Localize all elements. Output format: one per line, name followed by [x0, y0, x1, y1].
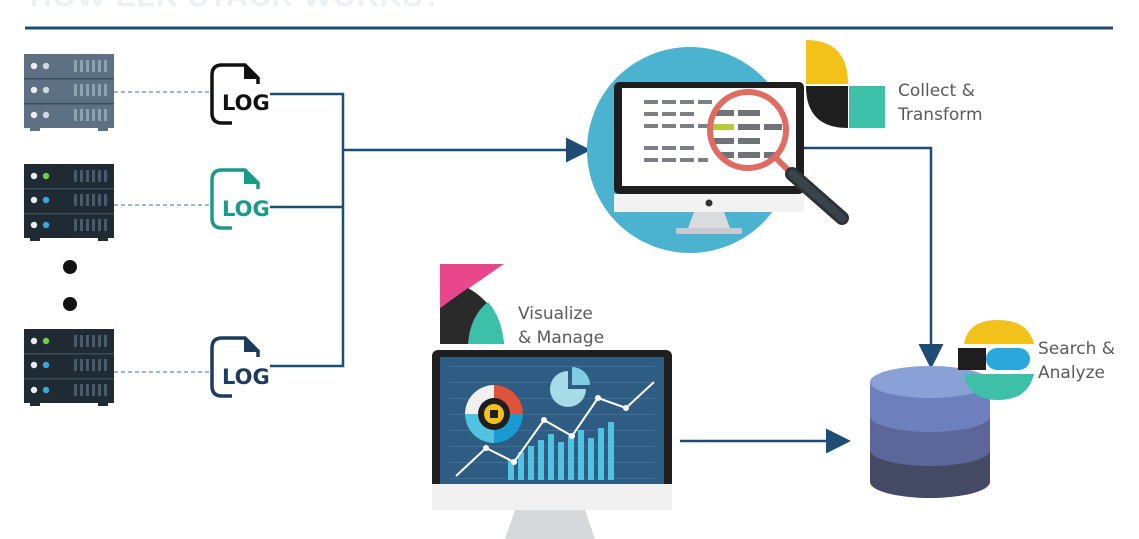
- elasticsearch-label-line2: Analyze: [1038, 363, 1105, 383]
- logstash-label: Collect & Transform: [898, 79, 983, 127]
- ellipsis-dot-1: [63, 260, 77, 274]
- ellipsis-dot-2: [63, 297, 77, 311]
- logstash-label-line1: Collect &: [898, 81, 975, 101]
- kibana-label: Visualize & Manage: [518, 302, 604, 350]
- elasticsearch-label-line1: Search &: [1038, 339, 1116, 359]
- log-merge-connector: [270, 92, 345, 368]
- server-icon-3: [24, 329, 114, 406]
- database-icon: [870, 366, 990, 498]
- log-file-icon-2: LOG: [210, 168, 270, 230]
- page-title: HOW ELK STACK WORKS?: [30, 0, 443, 14]
- kibana-logo: [440, 264, 504, 344]
- logstash-to-elasticsearch-arrow: [800, 146, 944, 369]
- log-file-icon-1: LOG: [210, 63, 270, 125]
- log-file-icon-3: LOG: [210, 336, 270, 398]
- log-text-3: LOG: [222, 365, 270, 389]
- logstash-logo: [806, 40, 885, 128]
- elasticsearch-label: Search & Analyze: [1038, 337, 1115, 385]
- server-icon-1: [24, 54, 114, 131]
- logstash-monitor-icon: [587, 47, 849, 253]
- log-text-1: LOG: [222, 91, 270, 115]
- server-icon-2: [24, 164, 114, 241]
- kibana-label-line2: & Manage: [518, 328, 605, 348]
- elasticsearch-logo: [958, 320, 1034, 400]
- kibana-monitor-icon: [432, 350, 672, 539]
- magnifier-icon: [707, 89, 789, 171]
- log-text-2: LOG: [222, 197, 270, 221]
- logstash-label-line2: Transform: [898, 105, 983, 125]
- kibana-label-line1: Visualize: [518, 304, 593, 324]
